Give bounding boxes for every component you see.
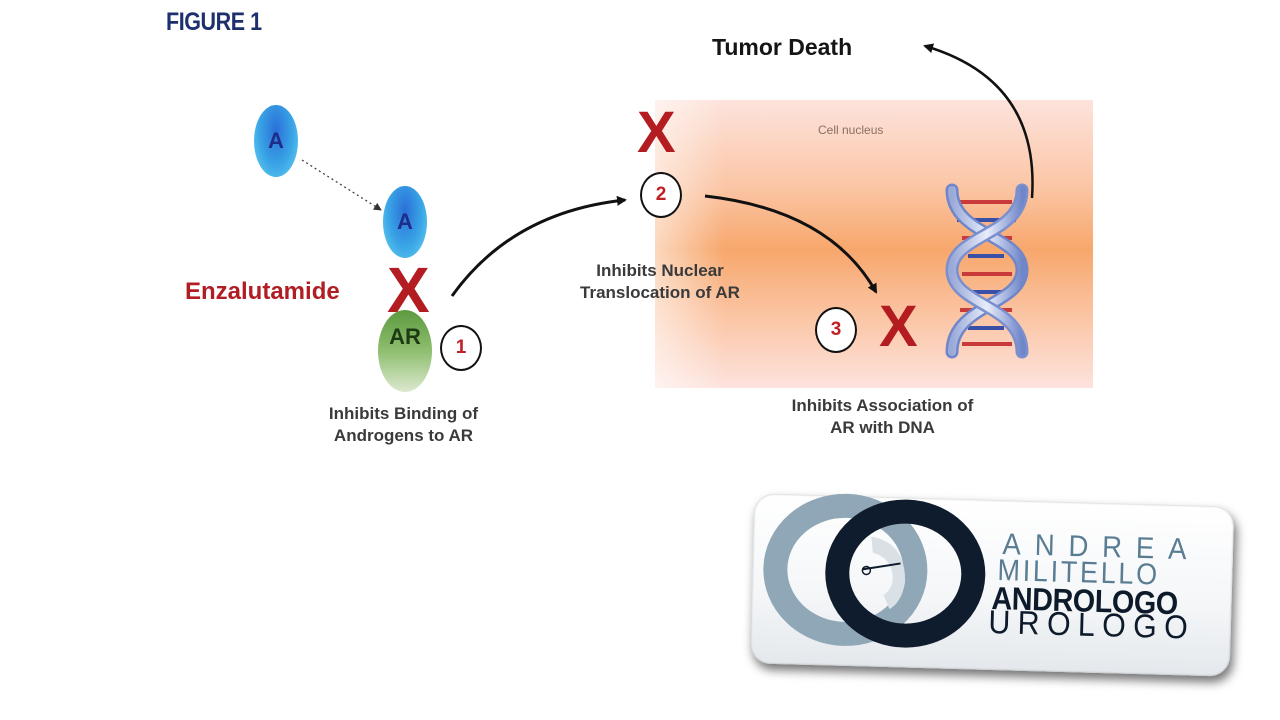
logo-title-line2: UROLOGO (987, 603, 1196, 646)
block-x-icon: X (879, 294, 918, 359)
step-1-caption: Inhibits Binding of Androgens to AR (296, 403, 511, 447)
step-3-caption-line1: Inhibits Association of (791, 396, 974, 415)
step-2-badge: 2 (640, 172, 682, 218)
androgen-receptor: AR (378, 310, 432, 392)
dna-binding-arrow (704, 194, 878, 294)
cell-nucleus-label: Cell nucleus (818, 123, 884, 137)
step-1-badge: 1 (440, 325, 482, 371)
translocation-arrow (450, 195, 627, 297)
cell-nucleus-edge (655, 100, 725, 388)
androgen-molecule-bound: A (383, 186, 427, 258)
step-1-caption-line2: Androgens to AR (333, 426, 474, 445)
step-1-caption-line1: Inhibits Binding of (328, 404, 479, 423)
step-3-caption-line2: AR with DNA (830, 418, 935, 437)
step-3-badge: 3 (815, 307, 857, 353)
block-x-icon: X (387, 254, 430, 326)
figure-title: FIGURE 1 (166, 8, 262, 36)
step-3-caption: Inhibits Association of AR with DNA (745, 395, 1020, 439)
tumor-death-label: Tumor Death (712, 34, 853, 60)
block-x-icon: X (637, 100, 676, 165)
step-2-caption-line2: Translocation of AR (580, 283, 740, 302)
enzalutamide-label: Enzalutamide (185, 278, 340, 305)
androgen-molecule-free: A (254, 105, 298, 177)
tumor-death-arrow (923, 43, 1034, 199)
step-2-caption: Inhibits Nuclear Translocation of AR (545, 260, 775, 304)
step-2-caption-line1: Inhibits Nuclear (596, 261, 724, 280)
androgen-approach-arrow (301, 159, 382, 211)
dna-helix-icon (945, 183, 1029, 359)
